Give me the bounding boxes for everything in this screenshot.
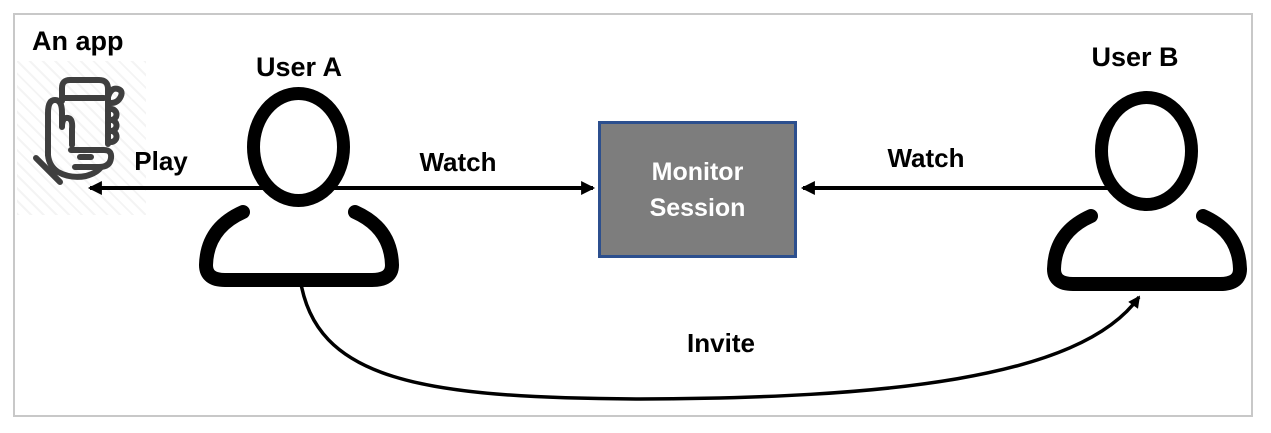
- user-b-icon: [1047, 91, 1247, 291]
- play-edge-label: Play: [134, 146, 188, 176]
- monitor-session-line1: Monitor: [651, 157, 744, 186]
- monitor-session-line2: Session: [649, 193, 746, 222]
- wrist: [33, 155, 63, 185]
- user-a-label: User A: [255, 52, 343, 82]
- thumb: [105, 85, 125, 106]
- phone-body: [59, 77, 111, 147]
- user-a-icon: [199, 87, 399, 287]
- hand-fingers: [45, 97, 76, 158]
- palm-curve: [45, 152, 104, 180]
- user-b-head: [1095, 91, 1198, 211]
- user-a-shoulders: [199, 205, 399, 287]
- app-label: An app: [32, 26, 124, 56]
- app-phone-hand-icon: [17, 61, 146, 215]
- watch-b-edge-label: Watch: [887, 143, 965, 173]
- user-b-shoulders: [1047, 209, 1247, 291]
- monitor-session-node: Monitor Session: [598, 121, 797, 258]
- user-b-label: User B: [1091, 42, 1179, 72]
- invite-arrow: [298, 277, 1141, 401]
- finger-knuckle-3: [105, 128, 120, 145]
- invite-edge-label: Invite: [687, 328, 755, 358]
- user-a-head: [247, 87, 350, 207]
- watch-a-edge-label: Watch: [419, 147, 497, 177]
